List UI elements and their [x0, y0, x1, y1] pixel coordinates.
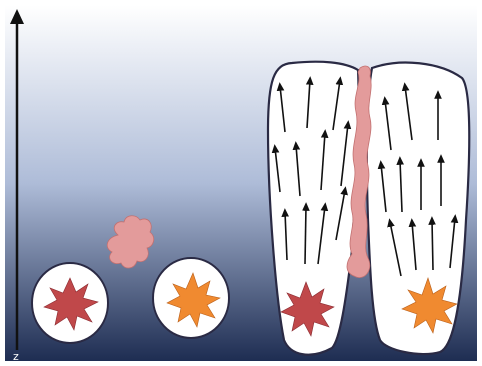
- cell-tall-right: [367, 63, 469, 355]
- upward-arrow-icon: [305, 206, 306, 264]
- upward-arrow-icon: [432, 220, 433, 270]
- cell-small-red: [32, 263, 108, 343]
- cell-small-orange: [153, 258, 229, 338]
- z-axis-label: z: [13, 350, 19, 363]
